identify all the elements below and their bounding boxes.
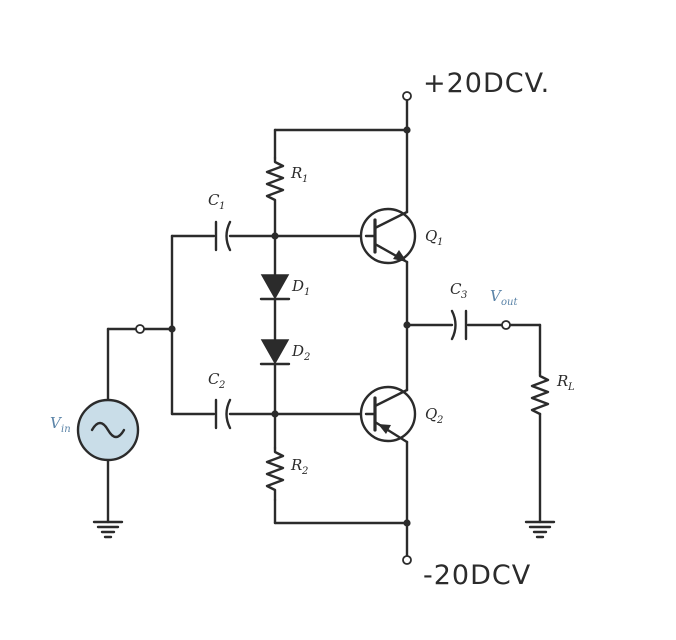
negative-supply-label: -20DCV: [423, 560, 531, 591]
vin-label: V: [50, 414, 63, 432]
c3-label-sub: 3: [461, 290, 467, 301]
capacitor-c2: [214, 398, 232, 430]
d2-label: D: [291, 342, 304, 360]
ground-symbol-load: [524, 520, 556, 539]
r1-label: R: [290, 164, 302, 182]
q2-label: Q: [425, 405, 437, 423]
c1-label-sub: 1: [219, 201, 225, 212]
d1-label-sub: 1: [304, 287, 310, 298]
junction-dot: [403, 519, 411, 527]
d1-label: D: [291, 277, 304, 295]
transistor-q2: [359, 385, 417, 444]
resistor-r1: [265, 156, 285, 238]
c3-label: C: [450, 280, 462, 298]
positive-supply-label: +20DCV.: [423, 68, 550, 99]
transistor-q1: [359, 207, 417, 265]
junction-dot: [403, 126, 411, 134]
negative-supply-terminal: [402, 555, 412, 565]
resistor-r2: [265, 446, 285, 502]
r2-label-sub: 2: [301, 466, 308, 477]
r2-label: R: [290, 456, 302, 474]
output-wiring: [405, 323, 542, 524]
capacitor-c3: [450, 309, 468, 341]
c1-label: C: [208, 191, 220, 209]
vout-label: V: [490, 287, 503, 305]
resistor-rl: [530, 370, 550, 416]
c2-label: C: [208, 370, 220, 388]
r1-label-sub: 1: [302, 174, 308, 185]
vin-label-sub: in: [61, 424, 71, 435]
input-wiring: [106, 234, 277, 524]
q1-label: Q: [425, 227, 437, 245]
ground-symbol-source: [92, 520, 124, 539]
diode-d1: [259, 274, 291, 301]
q2-label-sub: 2: [436, 415, 443, 426]
capacitor-c1: [214, 220, 232, 252]
positive-supply-terminal: [402, 91, 412, 101]
q1-label-sub: 1: [437, 237, 443, 248]
vout-label-sub: out: [501, 297, 518, 308]
output-terminal: [501, 320, 511, 330]
c2-label-sub: 2: [218, 380, 225, 391]
diode-d2: [259, 339, 291, 366]
d2-label-sub: 2: [303, 352, 310, 363]
rl-label-sub: L: [567, 382, 575, 393]
rl-label: R: [556, 372, 568, 390]
input-terminal: [135, 324, 145, 334]
ac-source: [76, 398, 140, 462]
